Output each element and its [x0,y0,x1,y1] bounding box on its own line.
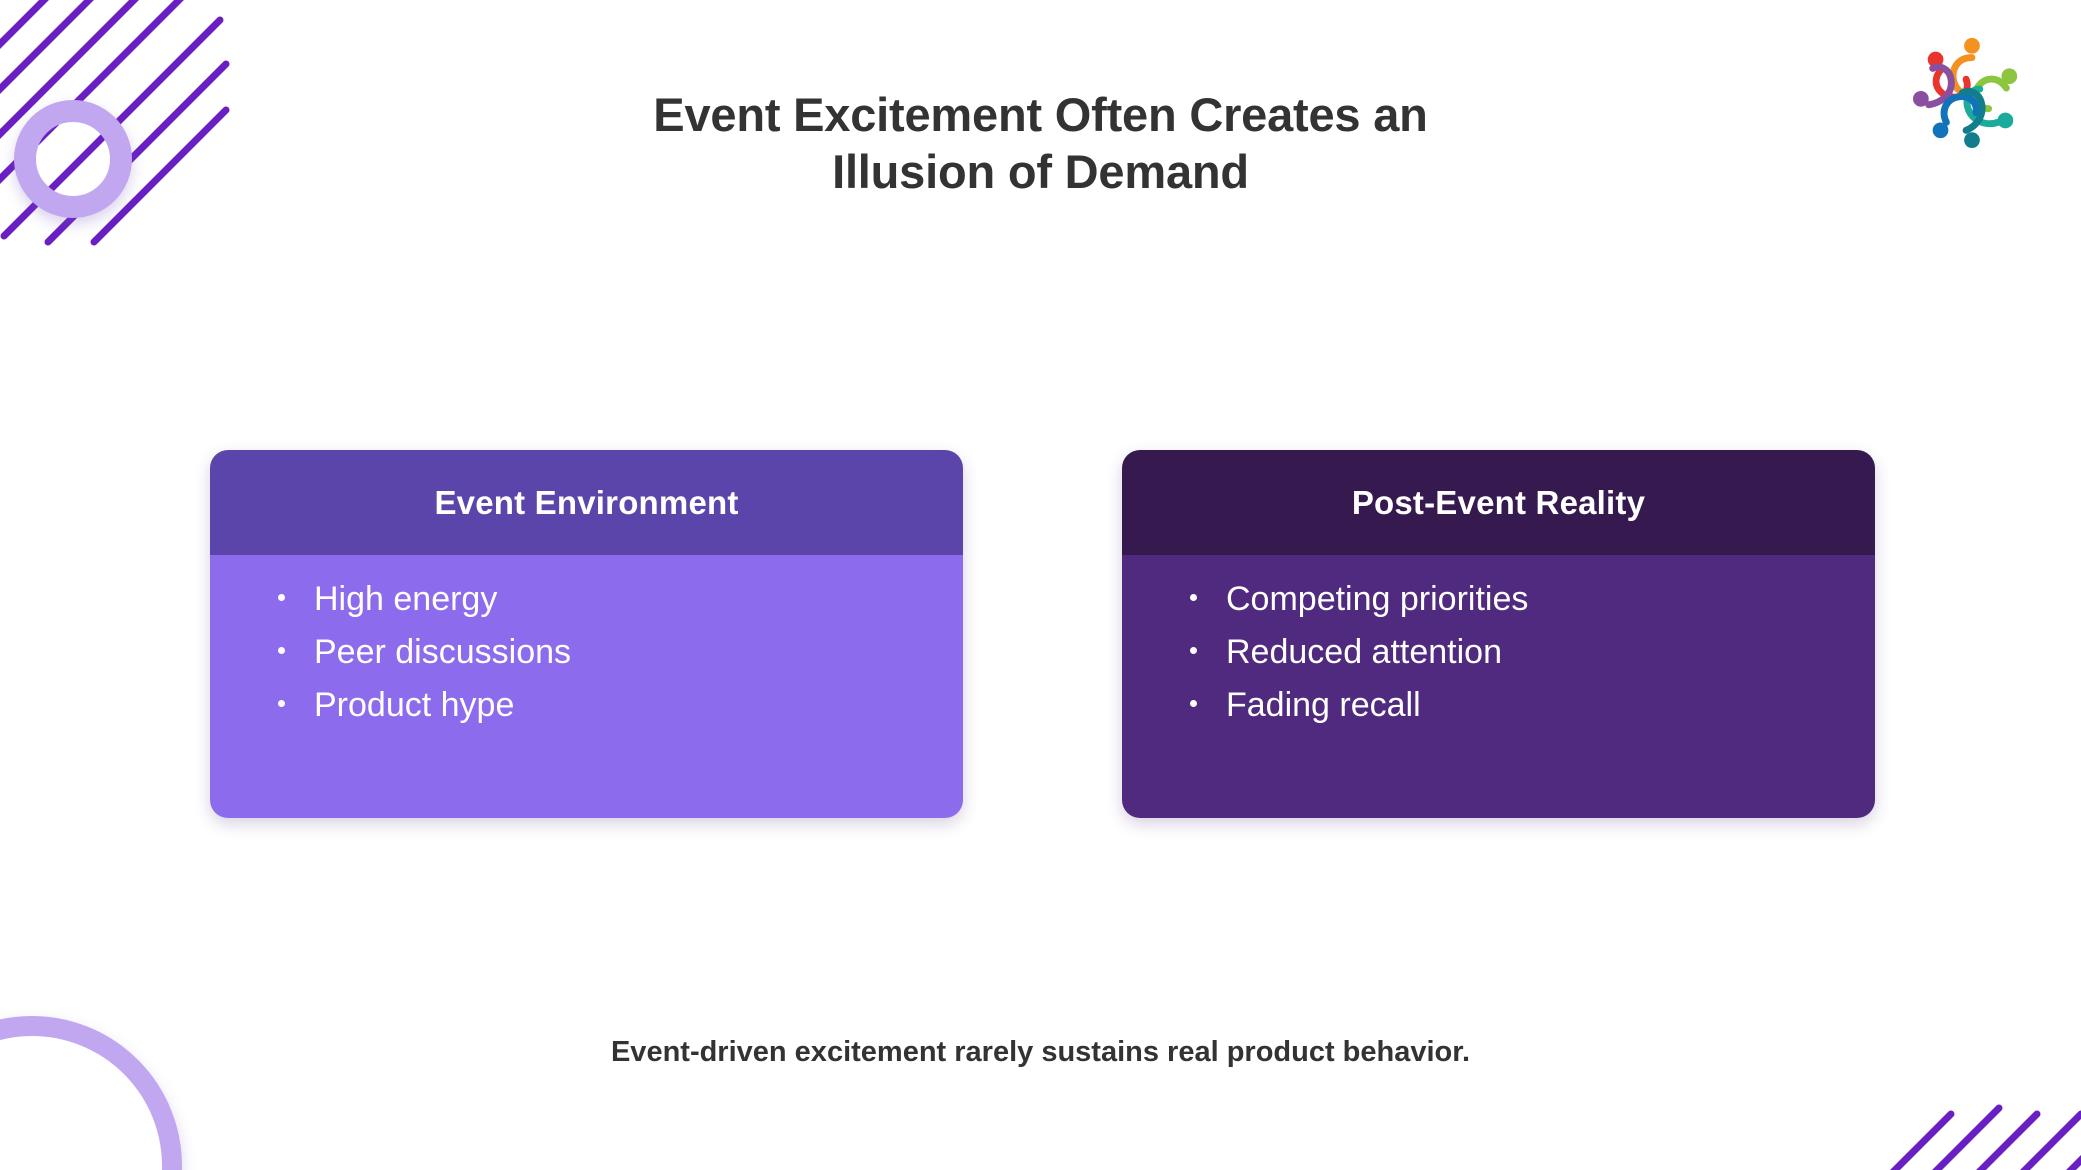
page-title: Event Excitement Often Creates an Illusi… [411,86,1671,201]
list-item-label: Fading recall [1226,685,1421,724]
bullet-dot-icon [278,646,285,654]
card-body-post-event-reality: Competing priorities Reduced attention F… [1122,555,1875,818]
list-item: High energy [210,573,963,626]
list-item: Peer discussions [210,626,963,679]
bullet-dot-icon [1190,699,1197,707]
diagonal-stripes-top-left-icon [0,0,230,246]
card-header-event-environment: Event Environment [210,450,963,555]
list-item-label: High energy [314,580,498,618]
decorative-ring-top-left [14,100,132,218]
list-item: Competing priorities [1122,573,1875,626]
card-title-post-event-reality: Post-Event Reality [1351,483,1646,521]
card-body-event-environment: High energy Peer discussions Product hyp… [210,555,963,818]
list-item-label: Product hype [314,685,515,724]
bullet-dot-icon [278,594,285,601]
card-title-event-environment: Event Environment [434,483,739,521]
bullet-dot-icon [1190,594,1197,601]
card-post-event-reality: Post-Event Reality Competing priorities … [1122,450,1875,818]
card-header-post-event-reality: Post-Event Reality [1122,450,1875,555]
list-item: Product hype [210,679,963,732]
bullet-list-post-event-reality: Competing priorities Reduced attention F… [1122,573,1875,731]
list-item: Reduced attention [1122,626,1875,679]
card-event-environment: Event Environment High energy Peer discu… [210,450,963,818]
comparison-cards: Event Environment High energy Peer discu… [0,450,2081,820]
list-item-label: Peer discussions [314,632,572,671]
teamwork-circle-logo [1912,37,2018,148]
page-title-line-1: Event Excitement Often Creates an [653,88,1428,141]
page-title-line-2: Illusion of Demand [832,145,1249,199]
list-item-label: Reduced attention [1226,632,1502,671]
list-item: Fading recall [1122,679,1875,732]
bullet-dot-icon [278,699,285,707]
bullet-dot-icon [1190,646,1197,654]
bullet-list-event-environment: High energy Peer discussions Product hyp… [210,573,963,731]
diagonal-stripes-bottom-right-icon [1890,1104,2081,1170]
list-item-label: Competing priorities [1226,580,1529,618]
decorative-ring-bottom-left [0,1016,182,1170]
footer-takeaway: Event-driven excitement rarely sustains … [610,1036,1471,1068]
